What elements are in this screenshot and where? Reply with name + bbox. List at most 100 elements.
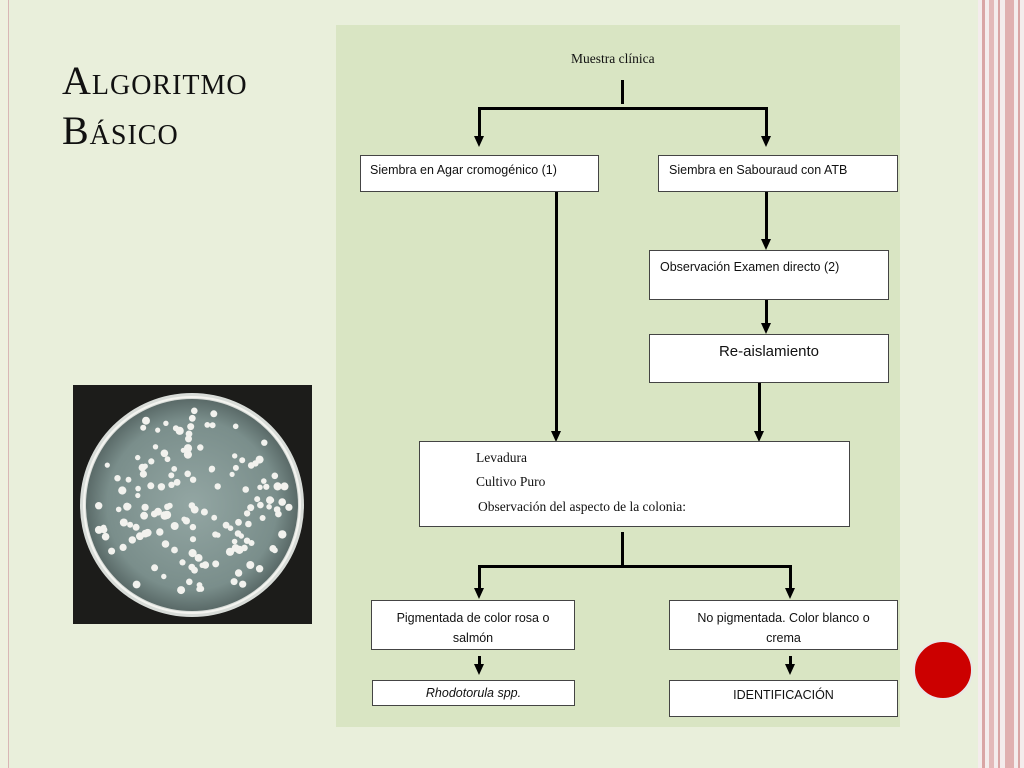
petri-dish-illustration [80, 393, 304, 617]
colony-dot [188, 549, 197, 558]
colony-dot [261, 439, 268, 446]
colony-dot [239, 580, 247, 588]
colony-dot [225, 547, 235, 556]
colony-dot [278, 530, 287, 539]
colony-dot [183, 450, 192, 459]
colony-dot [285, 503, 293, 511]
cultivo-puro-label: Cultivo Puro [476, 474, 546, 489]
colony-dot [208, 465, 216, 472]
colony-dot [119, 543, 127, 551]
colony-dot [141, 503, 149, 511]
colony-dot [241, 544, 248, 552]
connector-to-sabouraud [765, 107, 768, 137]
colony-dot [157, 483, 166, 491]
colony-dot [163, 420, 169, 426]
colony-dot [259, 515, 266, 521]
colony-dot [184, 470, 191, 478]
colony-dot [135, 485, 141, 492]
colony-dot [239, 457, 246, 464]
colony-dot [183, 444, 193, 453]
colony-dot [114, 475, 121, 482]
colony-dot [128, 536, 136, 544]
levadura-label: Levadura [476, 450, 527, 465]
colony-dot [280, 482, 289, 491]
colony-dot [104, 462, 110, 468]
colony-dot [147, 482, 155, 490]
connector-pigmentada-rhodotorula [478, 656, 481, 664]
connector-to-agar [478, 107, 481, 137]
colony-dot [160, 449, 169, 458]
colony-dot [261, 478, 267, 484]
colony-dot [100, 524, 107, 531]
node-levadura: Levadura Cultivo Puro Observación del as… [419, 441, 850, 527]
colony-dot [210, 410, 218, 418]
colony-dot [245, 520, 252, 528]
aspecto-colonia-label: Observación del aspecto de la colonia: [478, 499, 687, 514]
arrow-to-reaislamiento [761, 323, 771, 334]
colony-dot [188, 502, 196, 509]
colony-dot [271, 547, 278, 554]
colony-dot [152, 444, 159, 450]
arrow-to-agar [474, 136, 484, 147]
connector-start [621, 80, 624, 104]
colony-dot [254, 496, 261, 503]
colony-dot [189, 536, 197, 543]
colony-dot [188, 563, 196, 571]
colony-dot [127, 521, 134, 528]
colony-dot [188, 414, 196, 422]
title-line-1: Algoritmo [62, 58, 248, 103]
colony-dot [164, 503, 171, 510]
colony-dot [242, 486, 249, 493]
colony-dot [135, 492, 141, 499]
colony-dot [229, 471, 235, 477]
colony-dot [175, 426, 184, 435]
arrow-to-rhodotorula [474, 664, 484, 675]
colony-dot [209, 422, 216, 429]
title-line-2: Básico [62, 108, 179, 153]
colony-dot [168, 472, 175, 479]
colony-dot [173, 478, 181, 486]
colony-dot [255, 565, 264, 573]
colony-dot [230, 578, 238, 586]
colony-dot [150, 510, 158, 518]
petri-dish-photo [73, 385, 312, 624]
node-reaislamiento: Re-aislamiento [649, 334, 889, 383]
colony-dot [187, 423, 195, 431]
node-rhodotorula: Rhodotorula spp. [372, 680, 575, 706]
colony-dot [222, 521, 230, 529]
colony-dot [186, 578, 193, 586]
colony-dot [189, 476, 197, 483]
colony-dot [136, 532, 144, 541]
colony-dot [101, 532, 110, 541]
colony-dot [195, 555, 203, 562]
colony-dot [189, 523, 197, 531]
colony-dot [275, 510, 282, 518]
colony-dot [156, 528, 164, 536]
colony-dot [232, 423, 239, 430]
connector-sabouraud-observacion [765, 191, 768, 239]
colony-dot [212, 560, 220, 568]
decorative-stripes [978, 0, 1024, 768]
colony-dot [171, 466, 178, 472]
colony-dot [140, 511, 148, 520]
colony-dot [115, 506, 122, 513]
colony-dot [161, 540, 170, 548]
red-circle-decoration [913, 640, 973, 700]
colony-dot [132, 523, 140, 531]
colony-dot [135, 454, 141, 461]
connector-bottom-split [478, 565, 792, 568]
node-no-pigmentada: No pigmentada. Color blanco o crema [669, 600, 898, 650]
colony-dot [168, 481, 175, 488]
colony-dot [273, 482, 282, 491]
colony-dot [271, 472, 279, 480]
node-identificacion: IDENTIFICACIÓN [669, 680, 898, 717]
connector-top-split [478, 107, 768, 110]
connector-reaislamiento-levadura [758, 382, 761, 431]
colony-dot [95, 502, 103, 510]
node-sabouraud: Siembra en Sabouraud con ATB [658, 155, 898, 192]
colony-dot [108, 547, 116, 555]
colony-dot [119, 518, 128, 527]
colony-dot [268, 497, 275, 503]
colony-dot [214, 483, 221, 490]
connector-levadura-split [621, 532, 624, 565]
